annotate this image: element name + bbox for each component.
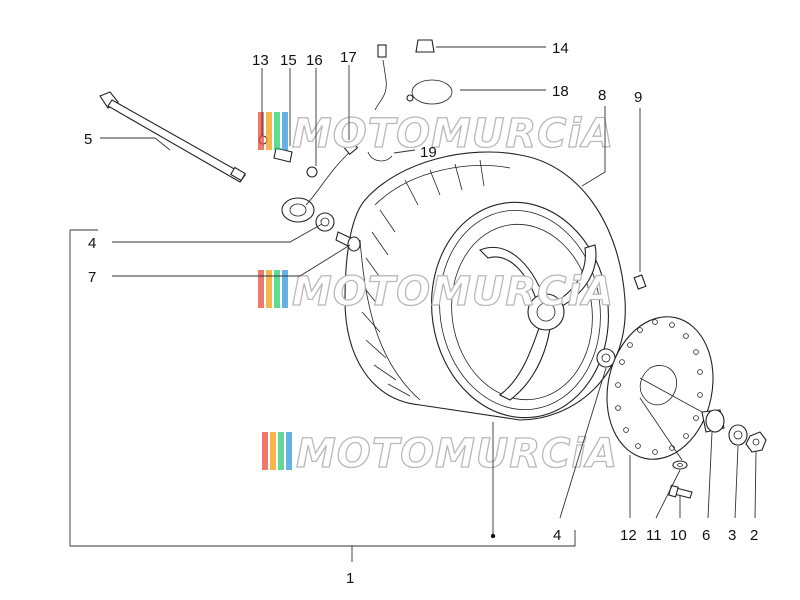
watermark-stripe (286, 432, 292, 470)
valve-screw (633, 274, 647, 290)
label-15: 15 (280, 52, 297, 69)
label-1: 1 (346, 570, 354, 587)
watermark: MOTOMURCiA (262, 430, 618, 478)
watermark-stripe (282, 112, 288, 150)
center-dot (490, 533, 496, 539)
watermark-stripe (274, 112, 280, 150)
wheel-spokes (479, 244, 597, 401)
cable-clip (367, 151, 393, 162)
label-9: 9 (634, 89, 642, 106)
callout-labels: 1 2 3 4 4 5 6 7 8 9 10 11 12 13 14 15 16… (84, 40, 758, 587)
bearing-left (315, 212, 335, 232)
label-14: 14 (552, 40, 569, 57)
watermark-stripe (266, 270, 272, 308)
label-16: 16 (306, 52, 323, 69)
disc-spacer (701, 409, 725, 433)
watermark-stripe (278, 432, 284, 470)
label-5: 5 (84, 131, 92, 148)
label-3: 3 (728, 527, 736, 544)
watermarks: MOTOMURCiA MOTOMURCiA MOTOMURCiA (258, 110, 618, 478)
washer (672, 460, 688, 470)
label-12: 12 (620, 527, 637, 544)
watermark-stripe (282, 270, 288, 308)
watermark: MOTOMURCiA (258, 110, 614, 158)
label-4-right: 4 (553, 527, 561, 544)
label-11: 11 (646, 527, 662, 544)
label-6: 6 (702, 527, 710, 544)
watermark: MOTOMURCiA (258, 268, 614, 316)
speedometer-drive (281, 197, 315, 223)
bearing-outer (728, 424, 748, 446)
spacer-tube (335, 231, 361, 252)
label-19: 19 (420, 144, 437, 161)
label-4-left: 4 (88, 235, 96, 252)
label-18: 18 (552, 83, 569, 100)
watermark-stripe (262, 432, 268, 470)
bearing-right (596, 348, 616, 368)
watermark-stripe (274, 270, 280, 308)
watermark-stripe (270, 432, 276, 470)
watermark-text: MOTOMURCiA (292, 269, 614, 315)
leader-lines (69, 46, 757, 562)
speedometer-cable (305, 44, 387, 206)
watermark-text: MOTOMURCiA (292, 111, 614, 157)
watermark-stripe (258, 270, 264, 308)
rim (431, 201, 609, 419)
label-2: 2 (750, 527, 758, 544)
watermark-text: MOTOMURCiA (296, 431, 618, 477)
watermark-stripe (266, 112, 272, 150)
label-8: 8 (598, 87, 606, 104)
label-7: 7 (88, 269, 96, 286)
tread-pattern (361, 159, 485, 397)
axle-nut (745, 431, 767, 453)
watermark-stripe (258, 112, 264, 150)
label-17: 17 (340, 49, 357, 66)
label-13: 13 (252, 52, 269, 69)
rubber-cap (415, 39, 435, 53)
axle (99, 91, 246, 183)
retaining-ring (406, 79, 453, 105)
label-10: 10 (670, 527, 687, 544)
